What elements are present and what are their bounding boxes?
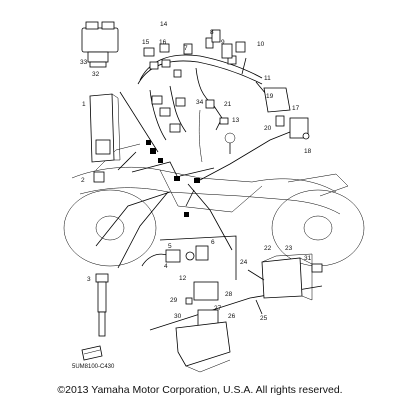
diagram-code: 5UM8100-C430	[72, 364, 115, 370]
right-components	[211, 29, 310, 154]
callout-4: 4	[164, 263, 168, 270]
callout-16: 16	[159, 39, 167, 46]
callout-7: 7	[184, 45, 188, 52]
battery-area	[149, 253, 323, 373]
callout-10: 10	[257, 41, 265, 48]
callout-17: 17	[292, 105, 300, 112]
pointer-lines	[95, 91, 301, 269]
callout-29: 29	[170, 297, 178, 304]
motorcycle-outline	[63, 143, 365, 267]
camera-icon	[81, 345, 103, 361]
ecu-unit	[89, 93, 121, 183]
callout-14: 14	[160, 21, 168, 28]
callout-28: 28	[225, 291, 233, 298]
callout-1: 1	[82, 101, 86, 108]
callout-25: 25	[260, 315, 268, 322]
callout-2: 2	[81, 177, 85, 184]
callout-34: 34	[196, 99, 204, 106]
copyright-notice: ©2013 Yamaha Motor Corporation, U.S.A. A…	[57, 384, 343, 396]
callout-32: 32	[92, 71, 100, 78]
callout-18: 18	[304, 148, 312, 155]
callout-33: 33	[80, 59, 88, 66]
relay-block	[81, 21, 119, 68]
callout-6: 6	[211, 239, 215, 246]
callout-13: 13	[232, 117, 240, 124]
callout-12: 12	[179, 275, 187, 282]
wire-harness	[137, 37, 273, 163]
callout-26: 26	[228, 313, 236, 320]
callout-24: 24	[240, 259, 248, 266]
callout-21: 21	[224, 101, 232, 108]
callout-9: 9	[221, 39, 225, 46]
callout-5: 5	[168, 243, 172, 250]
callout-19: 19	[266, 93, 274, 100]
callout-8: 8	[210, 29, 214, 36]
ignition-coil	[95, 273, 109, 337]
callout-23: 23	[285, 245, 293, 252]
part-number-callouts: 1 2 3 4 5 6 7 8 9 10 11 12 13 14 15 16 1…	[80, 21, 312, 322]
callout-3: 3	[87, 276, 91, 283]
callout-11: 11	[264, 75, 271, 82]
callout-15: 15	[142, 39, 150, 46]
callout-20: 20	[264, 125, 272, 132]
callout-22: 22	[264, 245, 272, 252]
callout-30: 30	[174, 313, 182, 320]
sensor-group	[141, 235, 237, 280]
callout-27: 27	[214, 305, 222, 312]
callout-31: 31	[304, 255, 312, 262]
